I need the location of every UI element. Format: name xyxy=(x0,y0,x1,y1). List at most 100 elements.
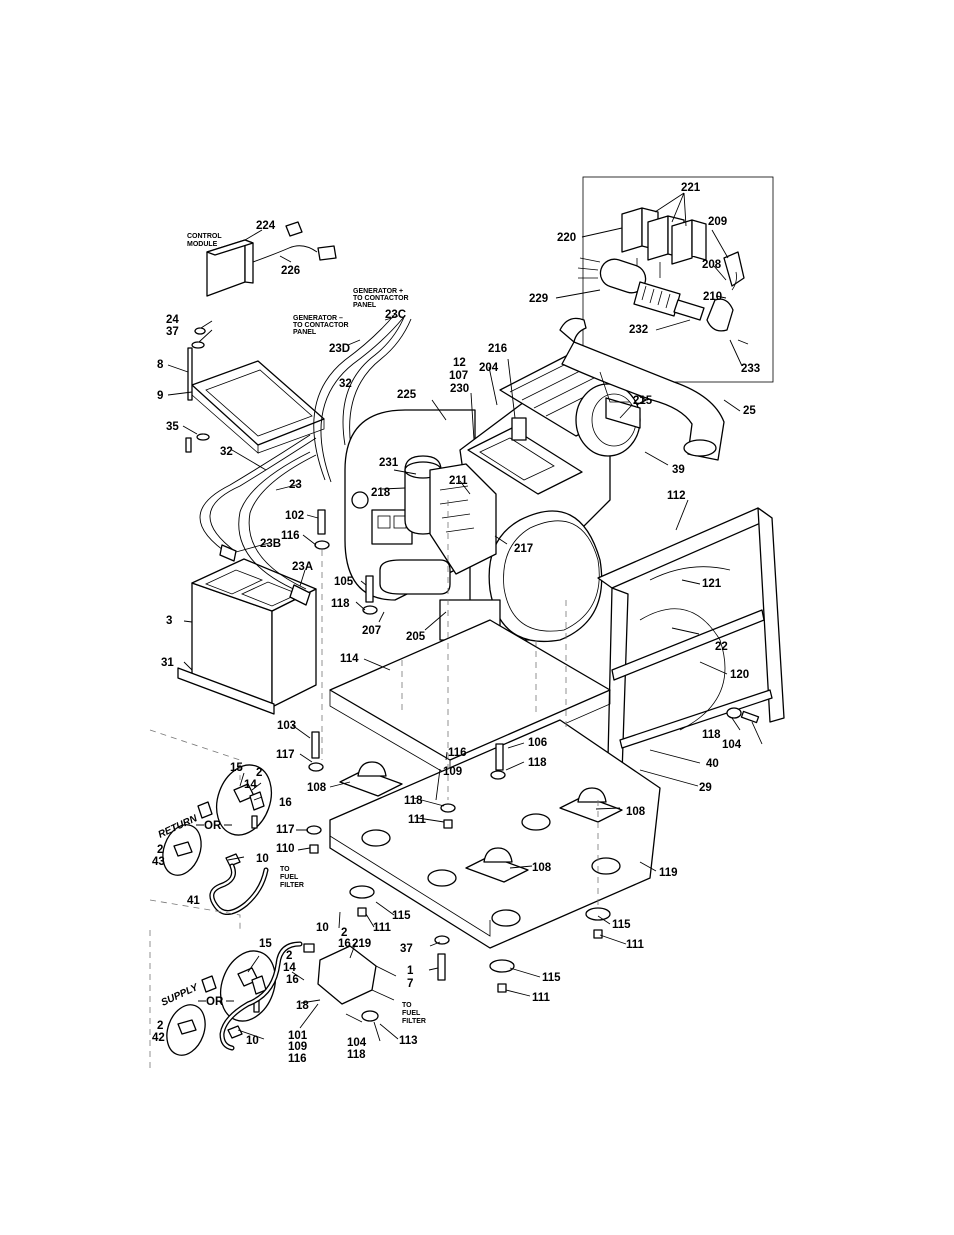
callout: 221 xyxy=(681,182,701,194)
callout: 111 xyxy=(408,814,427,826)
callout: 12 xyxy=(453,357,466,369)
callout: 232 xyxy=(629,324,648,336)
callout: 210 xyxy=(703,291,722,303)
callout: 109 xyxy=(443,766,462,778)
callout: 119 xyxy=(659,867,678,879)
callout: 2 xyxy=(157,844,163,856)
battery-tray xyxy=(185,327,325,454)
callout: 37 xyxy=(400,943,413,955)
callout: 2 xyxy=(286,950,292,962)
callout: 115 xyxy=(542,972,561,984)
callout: 230 xyxy=(450,383,469,395)
callout: 102 xyxy=(285,510,304,522)
callout: 42 xyxy=(152,1032,165,1044)
callout: 24 xyxy=(166,314,179,326)
engine xyxy=(344,353,647,720)
callout: 106 xyxy=(528,737,547,749)
inset-frame xyxy=(582,176,774,383)
callout: 205 xyxy=(406,631,426,643)
callout: 29 xyxy=(699,782,712,794)
callout: 215 xyxy=(633,395,653,407)
callout: 219 xyxy=(352,938,371,950)
callout: 103 xyxy=(277,720,296,732)
callout: 15 xyxy=(230,762,243,774)
callout: 208 xyxy=(702,259,722,271)
callout: 41 xyxy=(187,895,200,907)
callout: 16 xyxy=(279,797,292,809)
line-art xyxy=(149,176,785,1070)
callout: 216 xyxy=(488,343,507,355)
supply-fittings xyxy=(166,941,397,1056)
generator-plus-note: PANEL xyxy=(353,302,377,309)
callout: 35 xyxy=(166,421,179,433)
callout: 116 xyxy=(281,530,300,542)
callout: 114 xyxy=(340,653,359,665)
callout: 108 xyxy=(532,862,552,874)
or-label: OR xyxy=(204,820,222,832)
leader-lines xyxy=(167,192,763,1042)
cables xyxy=(199,313,412,606)
callout: 105 xyxy=(334,576,354,588)
callout: 15 xyxy=(259,938,272,950)
generator-plus-note: GENERATOR + xyxy=(353,288,403,295)
callout: 233 xyxy=(741,363,760,375)
callout: 225 xyxy=(397,389,417,401)
lifting-frame xyxy=(597,507,785,775)
callout: 10 xyxy=(256,853,269,865)
callout: 104 xyxy=(722,739,742,751)
generator-minus-note: TO CONTACTOR xyxy=(293,322,349,329)
supply-label: SUPPLY xyxy=(160,982,201,1009)
callout: 2 xyxy=(256,767,262,779)
fuel-solenoid xyxy=(577,251,749,345)
callout: 110 xyxy=(276,843,295,855)
fuel-filter-note: TO xyxy=(280,866,290,873)
fuel-filter-note: FILTER xyxy=(402,1018,426,1025)
callout: 101 xyxy=(288,1030,308,1042)
battery xyxy=(177,558,317,715)
callout: 217 xyxy=(514,543,533,555)
callout: 231 xyxy=(379,457,399,469)
callout: 116 xyxy=(448,747,467,759)
callout: 25 xyxy=(743,405,756,417)
callout: 218 xyxy=(371,487,391,499)
callout: 108 xyxy=(626,806,646,818)
control-module xyxy=(206,221,337,297)
rubber-mounts xyxy=(339,761,623,883)
callout: 117 xyxy=(276,749,295,761)
callout: 32 xyxy=(220,446,233,458)
callout: 116 xyxy=(288,1053,307,1065)
callout: 111 xyxy=(373,922,392,934)
callout: 115 xyxy=(612,919,631,931)
callout: 117 xyxy=(276,824,295,836)
callout: 204 xyxy=(479,362,499,374)
callout: 112 xyxy=(667,490,686,502)
hardware xyxy=(306,500,611,993)
callout: 226 xyxy=(281,265,300,277)
fuel-filter-note: FUEL xyxy=(280,874,299,881)
callout: 115 xyxy=(392,910,411,922)
callout: 120 xyxy=(730,669,749,681)
callout-labels: 224 226 221 220 209 208 210 229 232 233 … xyxy=(152,182,760,1065)
callout: 37 xyxy=(166,326,179,338)
callout: 23D xyxy=(329,343,350,355)
callout: 111 xyxy=(626,939,645,951)
callout: 224 xyxy=(256,220,276,232)
callout: 3 xyxy=(166,615,172,627)
callout: 1 xyxy=(407,965,414,977)
generator-minus-note: GENERATOR – xyxy=(293,315,343,322)
callout: 9 xyxy=(157,390,163,402)
callout: 23 xyxy=(289,479,302,491)
control-module-note: CONTROL xyxy=(187,233,222,240)
callout: 16 xyxy=(338,938,351,950)
callout: 14 xyxy=(283,962,296,974)
callout: 118 xyxy=(347,1049,366,1061)
callout: 220 xyxy=(557,232,576,244)
callout: 40 xyxy=(706,758,719,770)
callout: 118 xyxy=(331,598,350,610)
callout: 118 xyxy=(702,729,721,741)
callout: 121 xyxy=(702,578,722,590)
hull-outline xyxy=(149,729,241,1070)
callout: 10 xyxy=(246,1035,259,1047)
callout: 209 xyxy=(708,216,727,228)
